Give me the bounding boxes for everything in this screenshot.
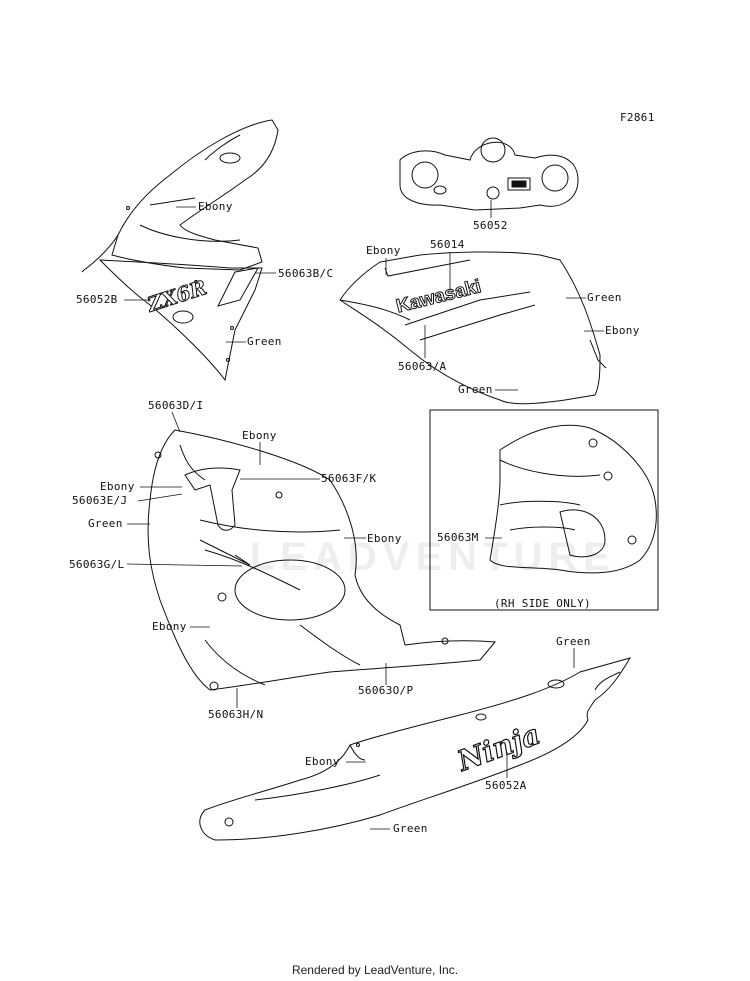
- upper-cowl[interactable]: [81, 119, 279, 382]
- callout-56052b[interactable]: 56052B: [76, 293, 118, 306]
- callout-ebony-mid-lower[interactable]: Ebony: [152, 620, 187, 633]
- side-cover[interactable]: [199, 657, 632, 841]
- callout-green-tank-bottom[interactable]: Green: [458, 383, 493, 396]
- callout-ebony-mid-top[interactable]: Ebony: [242, 429, 277, 442]
- callout-ebony-upper-cowl[interactable]: Ebony: [198, 200, 233, 213]
- callout-56063b-c[interactable]: 56063B/C: [278, 267, 334, 280]
- callout-green-tank[interactable]: Green: [587, 291, 622, 304]
- callout-56063d-i[interactable]: 56063D/I: [148, 399, 204, 412]
- middle-cowl[interactable]: [147, 429, 497, 691]
- rh-side-box: [429, 409, 659, 611]
- callout-56014[interactable]: 56014: [430, 238, 465, 251]
- footer-credit: Rendered by LeadVenture, Inc.: [291, 963, 459, 977]
- callout-56063g-l[interactable]: 56063G/L: [69, 558, 125, 571]
- rh-inner-cowl[interactable]: [489, 424, 657, 574]
- callout-56063e-j[interactable]: 56063E/J: [72, 494, 128, 507]
- fuel-tank[interactable]: [339, 251, 607, 405]
- callout-ebony-tank-top[interactable]: Ebony: [366, 244, 401, 257]
- callout-56063m[interactable]: 56063M: [437, 531, 479, 544]
- callout-green-side-bottom[interactable]: Green: [393, 822, 428, 835]
- callout-ebony-side[interactable]: Ebony: [305, 755, 340, 768]
- zx6r-decal: ZX6R: [143, 275, 209, 317]
- callout-green-mid[interactable]: Green: [88, 517, 123, 530]
- callout-56052[interactable]: 56052: [473, 219, 508, 232]
- callout-56063-a[interactable]: 56063/A: [398, 360, 447, 373]
- callout-56063o-p[interactable]: 56063O/P: [358, 684, 414, 697]
- figure-code: F2861: [620, 111, 655, 124]
- callout-ebony-tank[interactable]: Ebony: [605, 324, 640, 337]
- callout-ebony-mid-right[interactable]: Ebony: [367, 532, 402, 545]
- kawasaki-decal: Kawasaki: [394, 276, 483, 317]
- callout-ebony-mid-left[interactable]: Ebony: [100, 480, 135, 493]
- leader-lines: [124, 200, 604, 830]
- callout-56063h-n[interactable]: 56063H/N: [208, 708, 264, 721]
- callout-56052a[interactable]: 56052A: [485, 779, 527, 792]
- callout-green-upper-cowl[interactable]: Green: [247, 335, 282, 348]
- callout-56063f-k[interactable]: 56063F/K: [321, 472, 377, 485]
- top-bridge[interactable]: [399, 137, 579, 211]
- ninja-decal: Ninja: [452, 718, 544, 778]
- rh-side-only-note: (RH SIDE ONLY): [494, 597, 591, 610]
- callout-green-side-top[interactable]: Green: [556, 635, 591, 648]
